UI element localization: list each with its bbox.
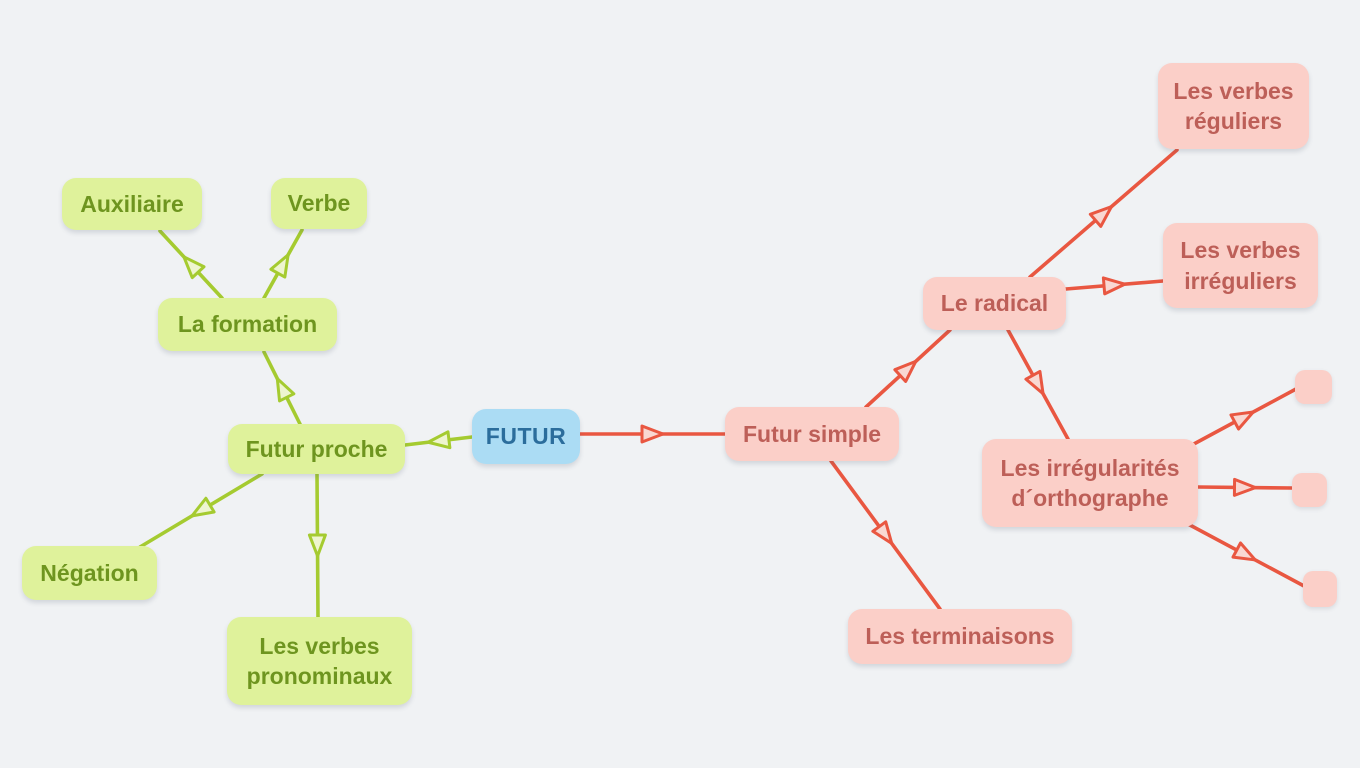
node-label: Les irrégularités d´orthographe	[1000, 454, 1180, 511]
arrowhead-icon	[269, 253, 290, 279]
node-label: Les verbes irréguliers	[1180, 237, 1301, 294]
arrowhead-icon	[1101, 276, 1127, 296]
node-futur[interactable]: FUTUR	[472, 409, 580, 464]
node-auxiliaire[interactable]: Auxiliaire	[62, 178, 202, 230]
arrowhead-icon	[182, 255, 206, 280]
node-futur-simple[interactable]: Futur simple	[725, 407, 899, 461]
node-label: FUTUR	[485, 423, 567, 450]
arrowhead-icon	[871, 520, 894, 545]
arrowhead-icon	[426, 430, 452, 450]
arrowhead-icon	[275, 377, 296, 403]
node-verbes-pronominaux[interactable]: Les verbes pronominaux	[227, 617, 412, 705]
node-verbe[interactable]: Verbe	[271, 178, 367, 229]
arrowhead-icon	[1229, 410, 1255, 431]
arrowhead-icon	[1232, 477, 1257, 497]
arrowhead-icon	[1024, 369, 1045, 396]
node-label: Futur simple	[742, 420, 881, 447]
arrowhead-icon	[1231, 541, 1257, 562]
node-label: Futur proche	[245, 435, 388, 462]
node-label: Auxiliaire	[80, 190, 184, 217]
node-small-2[interactable]	[1292, 473, 1327, 507]
node-terminaisons[interactable]: Les terminaisons	[848, 609, 1072, 664]
arrowhead-icon	[190, 496, 216, 518]
arrowhead-icon	[640, 424, 665, 444]
arrowhead-icon	[893, 359, 918, 383]
node-label: Les verbes pronominaux	[246, 632, 393, 689]
node-label: Négation	[40, 559, 139, 586]
node-label: La formation	[177, 311, 318, 338]
node-small-3[interactable]	[1303, 571, 1337, 607]
node-futur-proche[interactable]: Futur proche	[228, 424, 405, 474]
node-verbes-irreguliers[interactable]: Les verbes irréguliers	[1163, 223, 1318, 308]
node-label: Les terminaisons	[865, 623, 1055, 650]
arrowhead-icon	[1088, 205, 1113, 228]
node-verbes-reguliers[interactable]: Les verbes réguliers	[1158, 63, 1309, 149]
node-negation[interactable]: Négation	[22, 546, 157, 600]
node-label: Le radical	[940, 290, 1049, 317]
node-le-radical[interactable]: Le radical	[923, 277, 1066, 330]
node-irregularites[interactable]: Les irrégularités d´orthographe	[982, 439, 1198, 527]
node-la-formation[interactable]: La formation	[158, 298, 337, 351]
node-label: Les verbes réguliers	[1173, 77, 1294, 134]
node-label: Verbe	[287, 190, 351, 217]
node-small-1[interactable]	[1295, 370, 1332, 404]
arrowhead-icon	[307, 533, 327, 558]
